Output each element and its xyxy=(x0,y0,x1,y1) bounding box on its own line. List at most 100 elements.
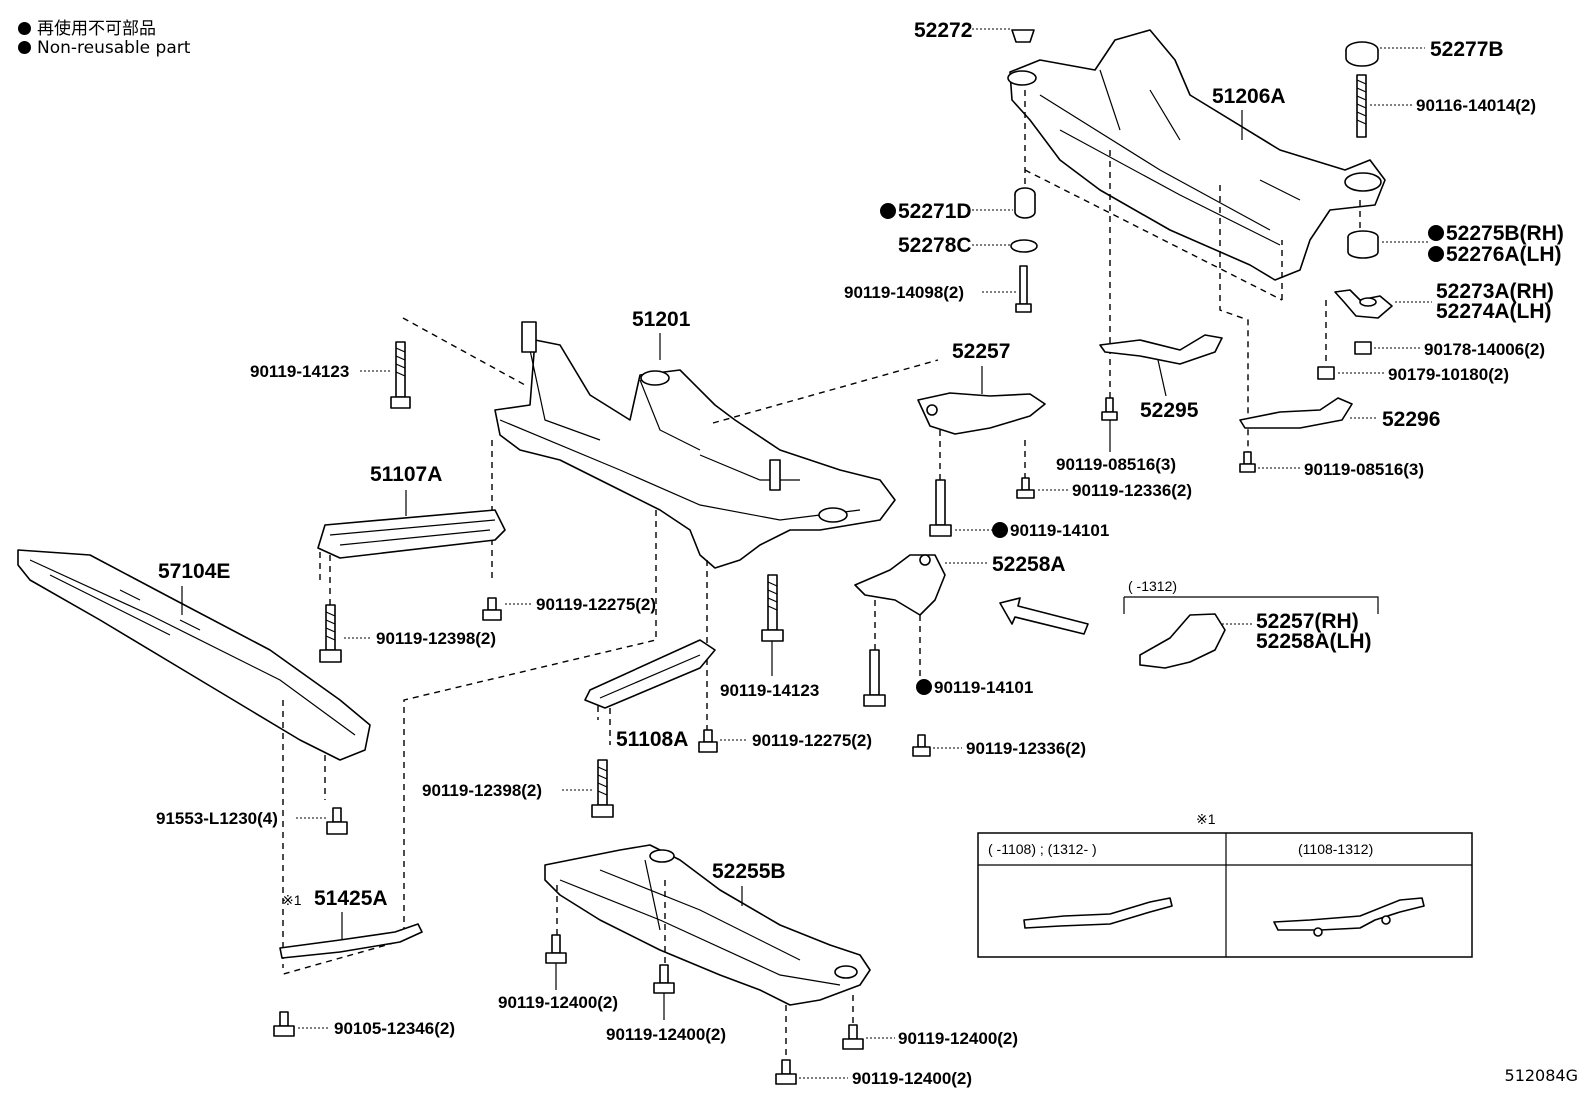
part-90119-12400-b[interactable] xyxy=(653,964,675,994)
label-90119-12398-b: 90119-12398(2) xyxy=(422,781,542,800)
part-90119-12400-a[interactable] xyxy=(545,934,567,964)
part-90105-12346[interactable] xyxy=(273,1011,295,1037)
non-reusable-dot-icon xyxy=(992,522,1008,538)
part-90178-14006[interactable] xyxy=(1354,341,1372,355)
rear-subframe-51206a[interactable] xyxy=(1007,29,1386,281)
label-51201: 51201 xyxy=(632,308,691,331)
part-90119-08516-a[interactable] xyxy=(1101,397,1118,421)
part-52257-rh[interactable] xyxy=(1139,613,1226,669)
part-51108a[interactable] xyxy=(584,639,716,709)
part-90119-12400-c[interactable] xyxy=(842,1024,864,1050)
part-90119-14101-b[interactable] xyxy=(863,649,886,707)
label-90119-12400-c: 90119-12400(2) xyxy=(898,1029,1018,1048)
label-52257-rh: 52257(RH) xyxy=(1256,610,1359,633)
label-90119-12400-b: 90119-12400(2) xyxy=(606,1025,726,1044)
label-52295: 52295 xyxy=(1140,399,1199,422)
legend-english: Non-reusable part xyxy=(18,38,190,58)
part-52296[interactable] xyxy=(1239,397,1353,429)
part-57104e[interactable] xyxy=(17,549,371,761)
part-90119-14123-a[interactable] xyxy=(390,341,411,409)
label-52272: 52272 xyxy=(914,19,972,42)
label-90119-12275-a: 90119-12275(2) xyxy=(536,595,656,614)
inset-col2-header: (1108-1312) xyxy=(1298,841,1373,857)
part-52257[interactable] xyxy=(917,392,1046,435)
part-51107a[interactable] xyxy=(317,509,506,559)
legend-japanese: 再使用不可部品 xyxy=(18,14,156,39)
part-90119-12398-a[interactable] xyxy=(319,604,342,663)
label-52257: 52257 xyxy=(952,340,1010,363)
inset-col1-header: ( -1108) ; (1312- ) xyxy=(988,841,1097,857)
part-90119-12275-b[interactable] xyxy=(698,729,718,753)
label-52278c: 52278C xyxy=(898,234,972,257)
legend-text-jp: 再使用不可部品 xyxy=(37,19,156,39)
label-52276a: 52276A(LH) xyxy=(1446,243,1562,266)
label-51206a: 51206A xyxy=(1212,85,1286,108)
front-subframe-51201[interactable] xyxy=(494,321,896,569)
variant-inset-table xyxy=(977,832,1473,958)
part-91553-l1230[interactable] xyxy=(326,807,348,835)
label-91553-l1230: 91553-L1230(4) xyxy=(156,809,278,828)
label-90119-08516-b: 90119-08516(3) xyxy=(1304,460,1424,479)
inset-part-variant-a[interactable] xyxy=(1023,897,1173,929)
non-reusable-dot-icon xyxy=(1428,225,1444,241)
label-90116-14014: 90116-14014(2) xyxy=(1416,96,1536,115)
figure-id: 512084G xyxy=(1504,1066,1578,1085)
label-51425a: 51425A xyxy=(314,887,388,910)
part-52271d[interactable] xyxy=(1014,187,1036,219)
label-52273a: 52273A(RH) xyxy=(1436,280,1554,303)
label-90119-14101-a: 90119-14101 xyxy=(1010,521,1109,540)
part-51425a[interactable] xyxy=(279,923,423,959)
note-mark: ※1 xyxy=(1196,811,1216,827)
part-52275b-bushing[interactable] xyxy=(1347,230,1379,259)
non-reusable-dot-icon xyxy=(1428,246,1444,262)
label-57104e: 57104E xyxy=(158,560,230,583)
label-90119-08516-a: 90119-08516(3) xyxy=(1056,455,1176,474)
label-90119-14098: 90119-14098(2) xyxy=(844,283,964,302)
part-90119-08516-b[interactable] xyxy=(1239,451,1256,473)
label-52274a: 52274A(LH) xyxy=(1436,300,1552,323)
label-90119-12398-a: 90119-12398(2) xyxy=(376,629,496,648)
label-range-top: ( -1312) xyxy=(1128,578,1177,594)
label-90119-14123-a: 90119-14123 xyxy=(250,362,349,381)
part-90179-10180[interactable] xyxy=(1317,366,1335,380)
label-90119-12275-b: 90119-12275(2) xyxy=(752,731,872,750)
label-90119-12336-a: 90119-12336(2) xyxy=(1072,481,1192,500)
part-52258a[interactable] xyxy=(854,554,946,616)
part-52272[interactable] xyxy=(1011,29,1035,43)
label-90179-10180: 90179-10180(2) xyxy=(1388,365,1509,384)
part-90116-14014[interactable] xyxy=(1356,74,1367,138)
label-52255b: 52255B xyxy=(712,860,786,883)
label-90105-12346: 90105-12346(2) xyxy=(334,1019,455,1038)
part-90119-12336-a[interactable] xyxy=(1016,477,1035,499)
part-90119-14101-a[interactable] xyxy=(929,479,952,537)
label-90119-14123-b: 90119-14123 xyxy=(720,681,819,700)
direction-arrow-icon xyxy=(999,597,1089,635)
part-52273a-bracket[interactable] xyxy=(1334,289,1393,319)
label-52275b: 52275B(RH) xyxy=(1446,222,1564,245)
label-52296: 52296 xyxy=(1382,408,1440,431)
part-52295[interactable] xyxy=(1099,334,1223,365)
part-52278c[interactable] xyxy=(1010,239,1038,253)
label-51107a: 51107A xyxy=(370,463,442,486)
non-reusable-dot-icon xyxy=(880,203,896,219)
non-reusable-dot-icon xyxy=(916,679,932,695)
note-mark-51425a: ※1 xyxy=(282,892,302,908)
inset-part-variant-b[interactable] xyxy=(1273,897,1425,937)
label-90119-14101-b: 90119-14101 xyxy=(934,678,1033,697)
part-90119-14098[interactable] xyxy=(1015,265,1032,313)
part-90119-12336-b[interactable] xyxy=(912,734,931,757)
part-52277b[interactable] xyxy=(1345,41,1379,67)
label-90178-14006: 90178-14006(2) xyxy=(1424,340,1545,359)
label-90119-12400-d: 90119-12400(2) xyxy=(852,1069,972,1088)
label-90119-12336-b: 90119-12336(2) xyxy=(966,739,1086,758)
part-52255b[interactable] xyxy=(544,844,871,1006)
label-52277b: 52277B xyxy=(1430,38,1504,61)
part-90119-12398-b[interactable] xyxy=(591,759,614,818)
label-52271d: 52271D xyxy=(898,200,972,223)
non-reusable-dot-icon xyxy=(18,41,31,54)
label-90119-12400-a: 90119-12400(2) xyxy=(498,993,618,1012)
part-90119-12400-d[interactable] xyxy=(775,1059,797,1085)
part-90119-12275-a[interactable] xyxy=(482,597,502,621)
non-reusable-dot-icon xyxy=(18,22,31,35)
part-90119-14123-b[interactable] xyxy=(761,574,784,642)
